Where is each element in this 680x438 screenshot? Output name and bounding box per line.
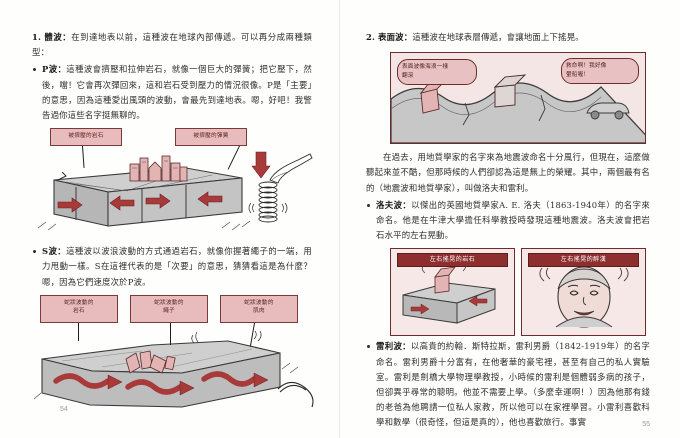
s-wave-slab-graphic	[33, 330, 314, 408]
callout-snaking-rope: 蛇狀波動的 繩子	[130, 294, 208, 323]
left-section-heading-block: 1. 體波：在到達地表以前，這種波在地球內部傳遞。可以再分成兩種類型：	[32, 30, 312, 60]
section-intro: 這種波在地球表層傳遞，會讓地面上下搖晃。	[412, 32, 584, 42]
section-number: 1.	[32, 32, 42, 42]
callout-line-2: 繩子	[163, 308, 175, 315]
text-s-wave: 這種波以波浪波動的方式通過岩石，就像你握著繩子的一端，用力甩動一樣。S在這裡代表…	[42, 246, 312, 287]
bullet-s-wave: S波：這種波以波浪波動的方式通過岩石，就像你握著繩子的一端，用力甩動一樣。S在這…	[32, 244, 312, 290]
banner-rocks-shaking: 左右搖晃的岩石	[397, 253, 508, 268]
term-rayleigh-wave-colon: ：	[402, 341, 411, 352]
naming-paragraph: 在過去，用地質學家的名字來為地震波命名十分風行，但現在，這麼做聽起來並不酷，但那…	[366, 152, 650, 193]
bullet-love-wave: 洛夫波：以傑出的英國地質學家A. E. 洛夫（1863-1940年）的名字來命名…	[366, 198, 650, 244]
callout-compressed-rock: 被擠壓的岩石	[50, 128, 122, 147]
bubble-seasick: 救命啊！我好像 暈船喔！	[561, 58, 639, 85]
right-page: 2. 表面波：這種波在地球表層傳遞，會讓地面上下搖晃。	[340, 0, 680, 438]
section-number: 2.	[366, 32, 376, 42]
text-rayleigh-wave: 以高貴的約翰．斯特拉斯，雷利男爵（1842-1919年）的名字命名。雷利男爵十分…	[376, 341, 651, 428]
surface-wave-panel: 表面波像海浪一樣 翻滾 救命啊！我好像 暈船喔！	[390, 52, 646, 145]
section-colon: ：	[403, 32, 413, 42]
callout-line-2: 肌肉	[253, 308, 265, 315]
bubble-line-1: 表面波像海浪一樣	[402, 64, 449, 71]
bullet-rayleigh-wave: 雷利波：以高貴的約翰．斯特拉斯，雷利男爵（1842-1919年）的名字命名。雷利…	[366, 339, 650, 430]
right-section-heading-block: 2. 表面波：這種波在地球表層傳遞，會讓地面上下搖晃。	[366, 30, 650, 45]
term-s-wave-colon: ：	[57, 246, 67, 257]
term-love-wave-colon: ：	[402, 199, 412, 210]
city-buildings-graphic	[129, 155, 188, 182]
s-wave-illustration: 蛇狀波動的 岩石 蛇狀波動的 繩子 蛇狀波動的 肌肉	[32, 294, 314, 423]
page-number-right: 55	[642, 421, 650, 428]
leader-line-snaking-rope	[170, 322, 172, 345]
callout-line: 被擠壓的岩石	[68, 133, 104, 140]
text-love-wave: 以傑出的英國地質學家A. E. 洛夫（1863-1940年）的名字來命名。他是在…	[376, 199, 650, 241]
p-wave-illustration: 被擠壓的岩石 被擠壓的彈簧	[32, 128, 313, 240]
term-s-wave: S波	[42, 246, 58, 257]
love-wave-illustration: 左右搖晃的岩石	[390, 248, 646, 337]
section-intro: 在到達地表以前，這種波在地球內部傳遞。可以再分成兩種類型：	[32, 32, 313, 58]
term-p-wave-colon: ：	[57, 64, 67, 75]
bubble-line-1: 救命啊！我好像	[566, 63, 607, 70]
leader-line-snaking-rock	[78, 322, 80, 341]
callout-snaking-muscle: 蛇狀波動的 肌肉	[220, 294, 298, 323]
bubble-line-2: 暈船喔！	[566, 71, 590, 78]
bubble-line-2: 翻滾	[402, 72, 414, 79]
bubble-surface-wave-like-ocean: 表面波像海浪一樣 翻滾	[397, 59, 477, 86]
page-number-left: 54	[60, 405, 68, 413]
surface-wave-graphic	[391, 53, 645, 144]
callout-compressed-spring: 被擠壓的彈簧	[175, 128, 247, 147]
panel-drunk-swaying: 左右搖晃的醉漢	[521, 248, 646, 337]
section-title: 體波	[44, 32, 63, 42]
panel-rocks-shaking: 左右搖晃的岩石	[390, 248, 515, 337]
left-page: 1. 體波：在到達地表以前，這種波在地球內部傳遞。可以再分成兩種類型： P波：這…	[32, 30, 314, 423]
callout-line: 被擠壓的彈簧	[193, 133, 229, 140]
section-colon: ：	[62, 32, 72, 42]
callout-line-1: 蛇狀波動的	[244, 299, 274, 306]
bullet-p-wave: P波：這種波會擠壓和拉伸岩石，就像一個巨大的彈簧；把它壓下，然後，噹！它會再次彈…	[32, 62, 312, 123]
text-p-wave: 這種波會擠壓和拉伸岩石，就像一個巨大的彈簧；把它壓下，然後，噹！它會再次彈回來，…	[42, 64, 313, 121]
callout-line-1: 蛇狀波動的	[154, 299, 184, 306]
term-rayleigh-wave: 雷利波	[376, 341, 403, 352]
callout-line-1: 蛇狀波動的	[64, 299, 94, 306]
callout-line-2: 岩石	[73, 308, 85, 315]
section-title: 表面波	[378, 32, 404, 42]
spring-and-hand-graphic	[248, 151, 313, 223]
callout-snaking-rock: 蛇狀波動的 岩石	[40, 294, 118, 323]
banner-drunk-swaying: 左右搖晃的醉漢	[528, 253, 639, 268]
term-p-wave: P波	[42, 64, 58, 75]
term-love-wave: 洛夫波	[376, 199, 403, 210]
toppled-buildings-graphic	[125, 350, 176, 374]
